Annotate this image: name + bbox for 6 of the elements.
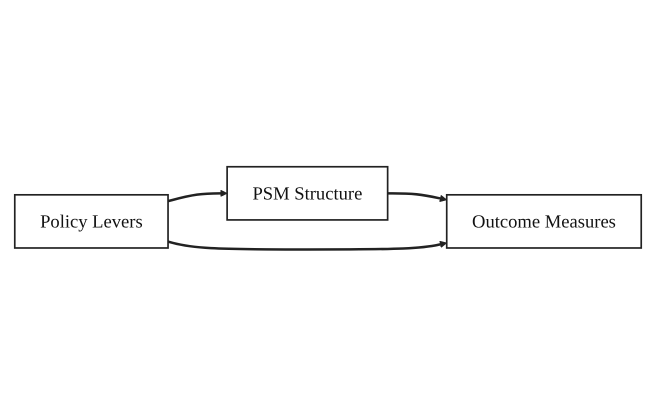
arrow bbox=[388, 192, 448, 202]
arrow bbox=[168, 190, 228, 202]
node-box: Policy Levers bbox=[14, 194, 169, 249]
arrow bbox=[168, 240, 448, 251]
node-box: Outcome Measures bbox=[446, 194, 642, 249]
node-box: PSM Structure bbox=[226, 166, 388, 221]
